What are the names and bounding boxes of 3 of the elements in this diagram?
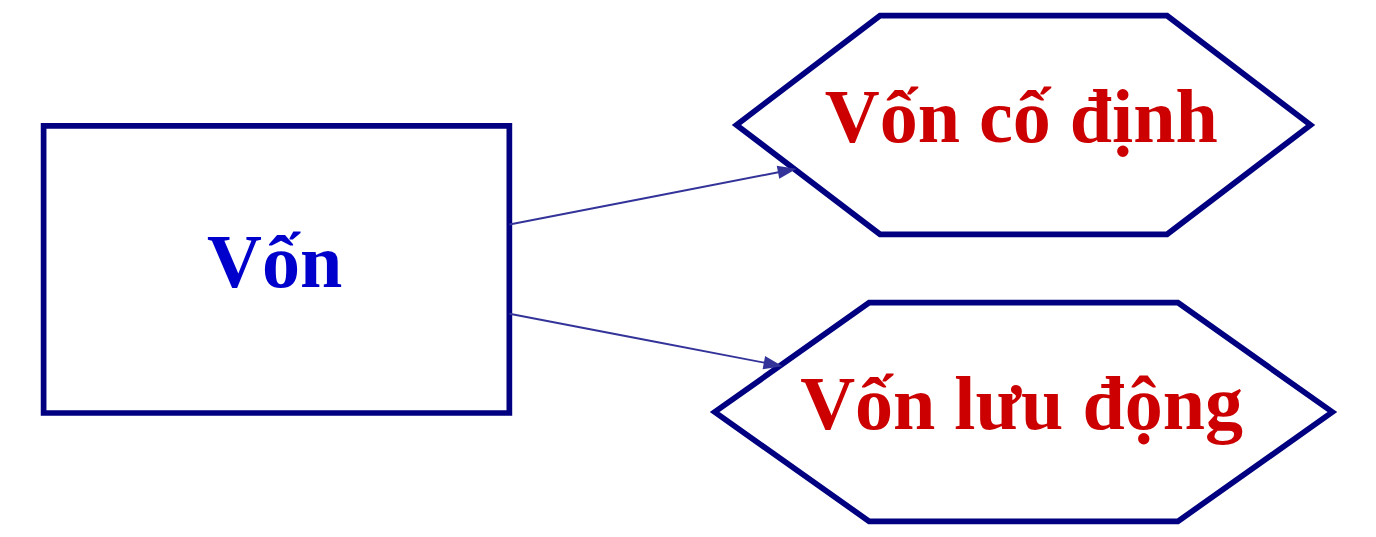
arrow bbox=[508, 312, 783, 370]
node-box: Vốn bbox=[40, 123, 513, 416]
arrow bbox=[508, 165, 797, 226]
